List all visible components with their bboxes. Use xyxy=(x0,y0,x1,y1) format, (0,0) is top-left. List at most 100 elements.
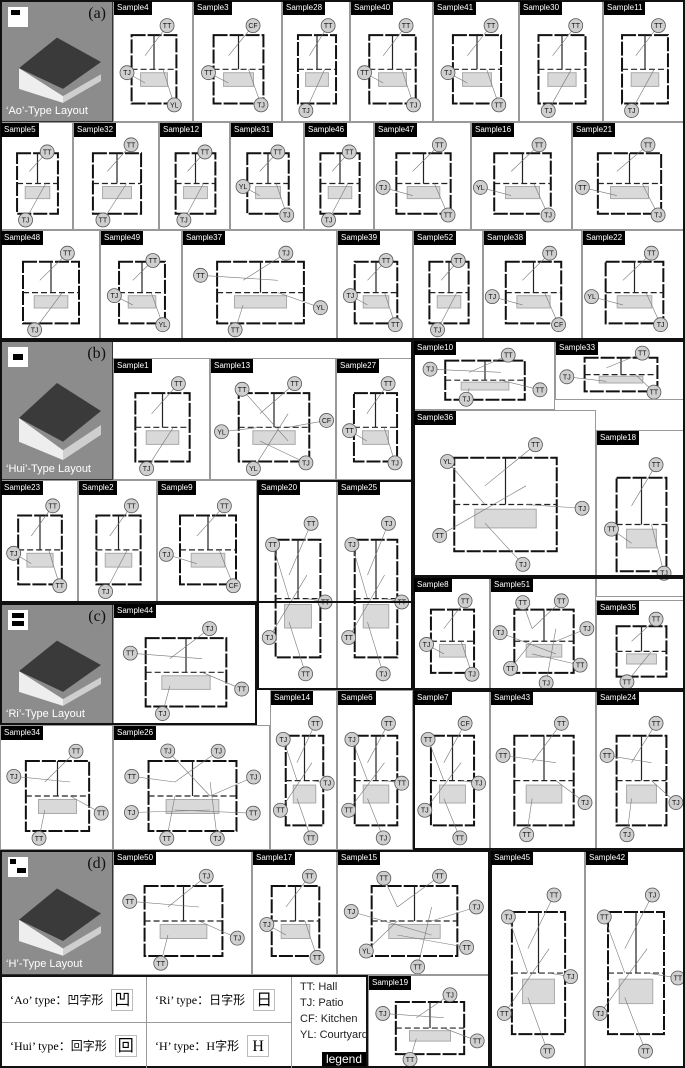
svg-text:TT: TT xyxy=(504,353,513,360)
room-tag-tj: TJ xyxy=(540,103,556,118)
room-tag-tt: TT xyxy=(503,660,518,676)
svg-text:TT: TT xyxy=(127,142,136,149)
legend-text: ‘Ao’ type：凹字形 xyxy=(10,993,104,1007)
room-tag-tj: TJ xyxy=(471,775,486,791)
patio-area xyxy=(33,295,69,309)
room-tag-tt: TT xyxy=(39,144,55,160)
room-tag-tj: TJ xyxy=(442,987,458,1003)
svg-text:TJ: TJ xyxy=(423,642,431,649)
room-tag-tj: TJ xyxy=(98,584,113,599)
sample-label: Sample7 xyxy=(414,691,452,705)
svg-text:TT: TT xyxy=(43,149,52,156)
patio-area xyxy=(305,72,329,87)
patio-area xyxy=(140,72,168,87)
svg-text:TT: TT xyxy=(345,428,354,435)
room-tag-tt: TT xyxy=(553,593,569,609)
room-tag-tj: TJ xyxy=(229,930,245,946)
room-tag-tj: TJ xyxy=(579,621,595,637)
room-tag-cf: CF xyxy=(319,413,334,428)
svg-text:TJ: TJ xyxy=(283,212,291,219)
room-tag-tj: TJ xyxy=(375,180,391,195)
sample-label: Sample28 xyxy=(283,1,326,15)
svg-text:TJ: TJ xyxy=(496,630,504,637)
svg-text:TT: TT xyxy=(674,975,683,982)
svg-text:YL: YL xyxy=(316,305,325,312)
patio-area xyxy=(255,186,281,200)
room-tag-tt: TT xyxy=(245,805,261,821)
svg-text:TT: TT xyxy=(647,251,656,258)
svg-text:TJ: TJ xyxy=(648,893,656,900)
patio-area xyxy=(406,186,441,200)
hui-type-icon xyxy=(8,347,28,367)
svg-text:TT: TT xyxy=(174,381,183,388)
svg-text:TJ: TJ xyxy=(581,800,589,807)
sample-label: Sample16 xyxy=(472,123,515,137)
sample-label: Sample20 xyxy=(258,481,301,495)
type-letter: (c) xyxy=(88,608,106,625)
sample-label: Sample12 xyxy=(160,123,203,137)
svg-text:TJ: TJ xyxy=(462,397,470,404)
floor-plan: TT TT xyxy=(91,137,143,228)
sample-label: Sample52 xyxy=(414,231,457,245)
svg-text:TT: TT xyxy=(454,258,463,265)
sample-label: Sample21 xyxy=(573,123,616,137)
svg-text:TT: TT xyxy=(99,218,108,225)
svg-text:TT: TT xyxy=(301,671,310,678)
svg-text:TJ: TJ xyxy=(22,218,30,225)
svg-text:YL: YL xyxy=(476,185,485,192)
room-tag-tt: TT xyxy=(450,253,466,268)
svg-text:TJ: TJ xyxy=(233,936,241,943)
svg-text:TT: TT xyxy=(444,212,453,219)
sample-label: Sample32 xyxy=(74,123,117,137)
svg-text:TT: TT xyxy=(623,679,632,686)
legend-key: TT: Hall xyxy=(300,981,338,993)
sample-label: Sample27 xyxy=(337,359,380,373)
room-tag-tt: TT xyxy=(634,345,650,361)
svg-text:TT: TT xyxy=(360,70,369,77)
svg-text:TT: TT xyxy=(413,964,422,971)
sample-label: Sample13 xyxy=(211,359,254,373)
room-tag-tt: TT xyxy=(265,537,281,552)
type-panel-1: (a)‘Ao’-Type Layout xyxy=(0,0,113,122)
patio-area xyxy=(161,675,211,690)
room-tag-tt: TT xyxy=(648,715,664,731)
legend-char: 凹 xyxy=(111,988,134,1011)
svg-text:TJ: TJ xyxy=(519,562,527,569)
room-tag-tt: TT xyxy=(357,65,372,81)
patio-area xyxy=(233,295,288,309)
room-tag-tj: TJ xyxy=(319,775,335,791)
room-tag-tt: TT xyxy=(596,909,612,925)
sample-label: Sample18 xyxy=(597,431,640,445)
room-tag-yl: YL xyxy=(358,943,374,959)
svg-text:TJ: TJ xyxy=(202,874,210,881)
svg-text:TT: TT xyxy=(641,1049,650,1056)
room-tag-tt: TT xyxy=(341,144,357,160)
room-tag-tt: TT xyxy=(234,681,250,697)
room-tag-tt: TT xyxy=(309,950,325,965)
room-tag-tt: TT xyxy=(68,743,84,759)
svg-text:TJ: TJ xyxy=(348,737,356,744)
room-tag-tt: TT xyxy=(648,611,664,627)
sample-label: Sample19 xyxy=(369,976,412,990)
room-tag-tj: TJ xyxy=(246,769,262,785)
house-isometric-drawing xyxy=(19,383,101,460)
svg-text:TT: TT xyxy=(557,721,566,728)
sample-label: Sample24 xyxy=(597,691,640,705)
